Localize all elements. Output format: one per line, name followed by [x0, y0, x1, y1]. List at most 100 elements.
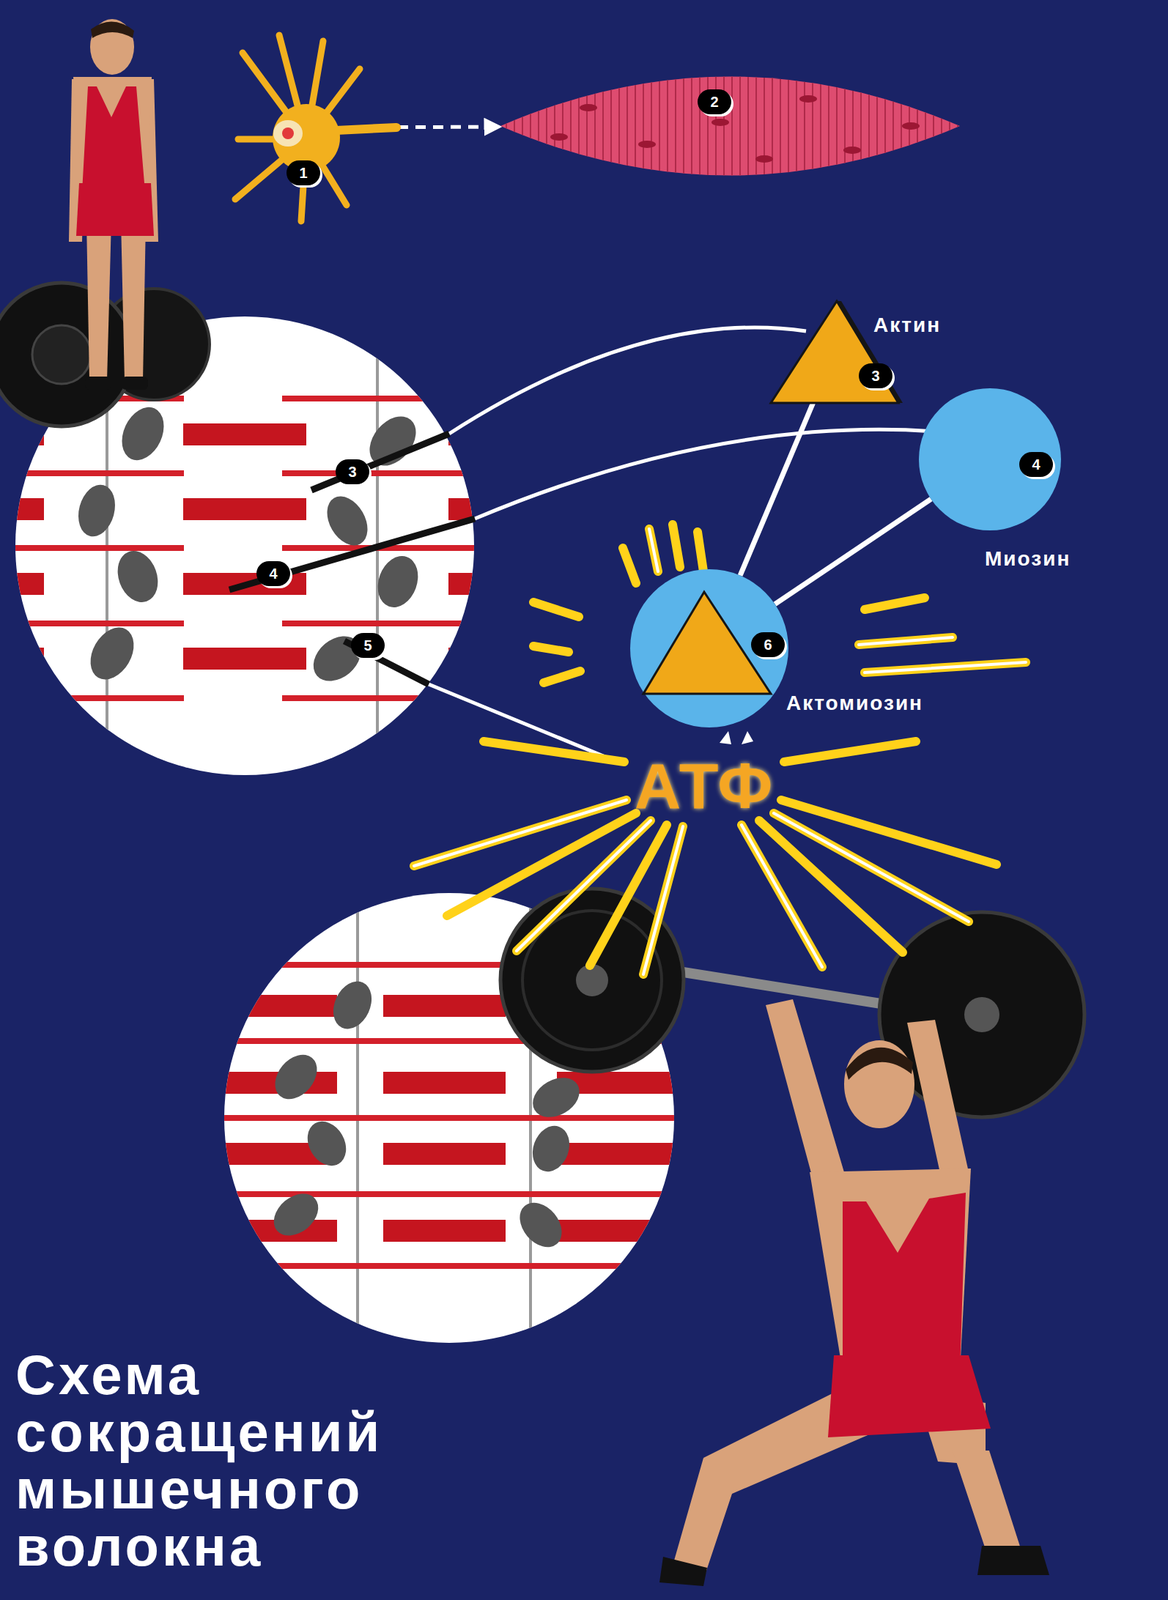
myosin-filaments-part: [0, 423, 44, 446]
muscle-fiber-shape-part-part: [642, 56, 645, 196]
mitochondria-part: [299, 1114, 354, 1173]
mitochondria-part: [370, 550, 425, 613]
energy-rays: [414, 524, 1026, 975]
ray-core-part: [741, 825, 823, 968]
muscle-fiber-shape-part-part: [771, 56, 774, 196]
muscle-fiber-shape-part-part: [537, 56, 540, 196]
mitochondria-part: [266, 1047, 326, 1108]
neuron-shape: [226, 29, 398, 226]
trunks: [76, 183, 154, 236]
actin-filaments-part: [224, 962, 445, 968]
muscle-fiber: 2: [500, 56, 960, 196]
actin-filaments-part: [282, 395, 502, 402]
ray-glow-part: [864, 662, 1026, 673]
arrowhead: [719, 731, 732, 745]
actin-filaments-part: [15, 620, 184, 627]
body-part: [120, 219, 146, 382]
ray-core-part: [649, 529, 659, 572]
shoe: [659, 1557, 708, 1587]
muscle-fiber-shape-part-part: [602, 56, 604, 196]
ray-core: [414, 529, 1026, 975]
connector: [397, 125, 501, 130]
muscle-fiber-shape-part-part-part: [755, 155, 774, 163]
ray-glow-part: [533, 646, 569, 653]
molecule-label: АТФ: [634, 753, 775, 819]
actin-filaments-part: [439, 1191, 682, 1198]
muscle-fiber-shape-part-part: [844, 56, 846, 196]
ray-glow-part: [784, 741, 916, 763]
body-part: [90, 19, 135, 75]
muscle-fiber-shape-part-part: [940, 56, 943, 196]
actin-filaments-part: [15, 545, 184, 552]
body-part: [952, 1450, 1023, 1561]
shoe: [84, 376, 112, 390]
callout-number: 1: [286, 160, 321, 186]
muscle-fiber-shape-part-part: [626, 56, 628, 196]
muscle-fiber-shape-part-part: [594, 56, 596, 196]
actin-filaments-part: [224, 1038, 445, 1045]
muscle-fiber-shape-part-part: [948, 56, 951, 196]
ray-glow-part: [483, 741, 625, 763]
muscle-fiber-shape-part-part: [610, 56, 612, 196]
myosin-filaments-part: [183, 498, 307, 521]
muscle-fiber-shape-part-part: [803, 56, 806, 196]
body-part: [907, 1019, 969, 1177]
muscle-fiber-shape-part-part: [618, 56, 620, 196]
mitochondria-part: [265, 1185, 327, 1245]
body: [68, 19, 159, 382]
mitochondria-part: [113, 400, 172, 468]
myosin-filaments-part: [0, 498, 44, 521]
muscle-fiber-shape-part-part-part: [843, 146, 861, 154]
muscle-fiber-shape-part-part: [868, 56, 870, 196]
actin-filaments: [15, 395, 502, 702]
singlet: [82, 86, 146, 192]
muscle-fiber-shape-part-part: [550, 95, 920, 163]
actin-filaments-part: [282, 470, 502, 477]
body-part: [73, 76, 152, 192]
sarcomere-relaxed: [0, 307, 508, 792]
muscle-fiber-shape-part-part: [707, 56, 709, 196]
muscle-fiber-shape-part-part: [578, 56, 580, 196]
node-heading: Актин: [873, 314, 941, 338]
mitochondria-part: [526, 1121, 576, 1178]
hair: [845, 1047, 914, 1081]
mitochondria-part: [326, 975, 379, 1036]
muscle-fiber-shape-part-part: [521, 56, 524, 196]
muscle-fiber-shape-part-part: [811, 56, 814, 196]
myosin-filaments-part: [383, 995, 506, 1018]
muscle-fiber-shape-part-part: [570, 56, 572, 196]
muscle-fiber-shape-part-part: [892, 56, 894, 196]
barbell-hub: [964, 997, 1000, 1033]
body-part: [86, 219, 112, 382]
ray-glow-part: [533, 602, 579, 617]
leader-line: [474, 429, 962, 519]
mitochondria-part: [318, 489, 376, 553]
muscle-fiber-shape-part-part: [586, 56, 588, 196]
arrowhead: [741, 731, 754, 745]
myosin-filaments-part: [556, 1220, 682, 1243]
muscle-fiber-shape-part: [500, 76, 960, 176]
connector: [775, 499, 932, 605]
mitochondria-part: [73, 480, 121, 541]
muscle-fiber-shape-part-part: [723, 56, 725, 196]
muscle-fiber-shape-part-part: [852, 56, 854, 196]
barbell-hub: [32, 325, 91, 384]
muscle-fiber-shape-part-part: [634, 56, 637, 196]
myosin-filaments-part: [448, 573, 508, 595]
ray-glow-part: [773, 813, 969, 922]
muscle-fiber-shape-part-part: [836, 56, 838, 196]
ray-glow-part: [864, 597, 925, 610]
diagram-title: Схема сокращений мышечного волокна: [15, 1346, 485, 1576]
ray-core-part: [864, 662, 1026, 673]
mitochondria-part: [110, 545, 165, 608]
muscle-fiber-shape-part-part: [819, 56, 822, 196]
ray-glow-part: [643, 826, 683, 975]
mitochondria-part: [511, 1195, 571, 1256]
weightlifter-lifting: [500, 888, 1085, 1587]
neuron: 1: [226, 29, 398, 226]
actin-filaments-part: [439, 1115, 682, 1122]
muscle-fiber-shape-part-part: [658, 56, 661, 196]
myosin-filaments-part: [383, 1143, 506, 1166]
muscle-fiber-shape: [500, 56, 960, 196]
